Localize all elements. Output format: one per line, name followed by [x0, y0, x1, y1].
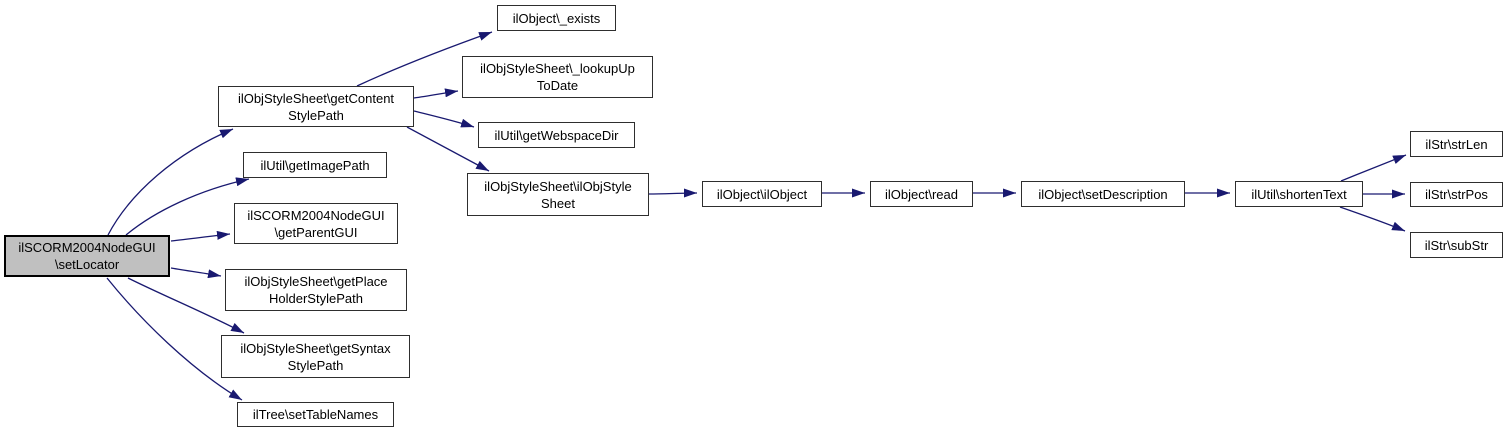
node-read[interactable]: ilObject\read [870, 181, 973, 207]
edge-shortenText-subStr [1339, 206, 1406, 232]
edge-ilObjStyleSheetCtor-ilObjectCtor [648, 188, 698, 198]
node-label-line: \setLocator [54, 257, 120, 272]
edge-getContentStylePath-getWebspaceDir [413, 110, 475, 128]
node-label-line: StylePath [287, 357, 344, 373]
node-label-line: ilObject\setDescription [1038, 186, 1168, 202]
node-label-line: StylePath [288, 107, 344, 123]
node-subStr[interactable]: ilStr\subStr [1410, 232, 1503, 258]
node-label-line: ilObjStyleSheet\getPlace [244, 274, 388, 289]
node-label-line: ilObjStyleSheet\getSyntax [240, 340, 391, 356]
node-label-line: ilTree\setTableNames [252, 407, 379, 422]
node-label-line: ilObject\read [885, 186, 958, 202]
node-strLen[interactable]: ilStr\strLen [1410, 131, 1503, 157]
node-getParentGUI[interactable]: ilSCORM2004NodeGUI\getParentGUI [234, 203, 398, 244]
node-getWebspaceDir[interactable]: ilUtil\getWebspaceDir [478, 122, 635, 148]
node-setLocator: ilSCORM2004NodeGUI \setLocator [4, 235, 170, 277]
node-label-line: ilObject\ilObject [716, 186, 808, 202]
node-exists[interactable]: ilObject\_exists [497, 5, 616, 31]
node-label-line: ToDate [536, 78, 579, 93]
node-label-line: ilSCORM2004NodeGUI [247, 207, 385, 223]
edge-setLocator-getSyntaxStylePath [127, 277, 245, 334]
node-label-line: \getParentGUI [274, 224, 358, 240]
node-label-line: Sheet [541, 195, 575, 211]
edge-setLocator-getContentStylePath [107, 128, 234, 236]
edge-setLocator-getImagePath [125, 177, 250, 236]
node-label-line: ilStr\strPos [1425, 187, 1488, 202]
node-label-line: HolderStylePath [269, 291, 363, 306]
edge-group [106, 31, 1407, 401]
edge-setLocator-getPlaceHolderStylePath [170, 267, 222, 279]
edge-shortenText-strLen [1340, 154, 1407, 182]
node-label-line: ilSCORM2004NodeGUI [18, 240, 156, 255]
node-label-line: ilObject\_exists [512, 10, 601, 26]
node-label-line: ilStr\subStr [1424, 237, 1489, 253]
node-label-line: ilUtil\shortenText [1251, 186, 1347, 202]
edge-getContentStylePath-exists [356, 31, 493, 87]
node-label-line: ilStr\strLen [1425, 136, 1488, 152]
node-label-line: ilObjStyleSheet\getContent [237, 90, 395, 106]
node-label-line: ilObjStyleSheet\ilObjStyle [484, 178, 632, 194]
edge-getContentStylePath-ilObjStyleSheetCtor [406, 126, 490, 172]
node-label-line: ilUtil\getImagePath [260, 157, 370, 173]
edge-getContentStylePath-lookupUpToDate [413, 88, 459, 99]
edge-setLocator-setTableNames [106, 277, 243, 401]
node-shortenText[interactable]: ilUtil\shortenText [1235, 181, 1363, 207]
node-ilObjectCtor[interactable]: ilObject\ilObject [702, 181, 822, 207]
node-label-line: ilObjStyleSheet\_lookupUp [480, 61, 635, 76]
node-getImagePath[interactable]: ilUtil\getImagePath [243, 152, 387, 178]
node-setDescription[interactable]: ilObject\setDescription [1021, 181, 1185, 207]
node-setTableNames[interactable]: ilTree\setTableNames [237, 402, 394, 427]
edge-setLocator-getParentGUI [170, 230, 231, 242]
node-label-line: ilUtil\getWebspaceDir [494, 127, 619, 143]
node-strPos[interactable]: ilStr\strPos [1410, 182, 1503, 207]
